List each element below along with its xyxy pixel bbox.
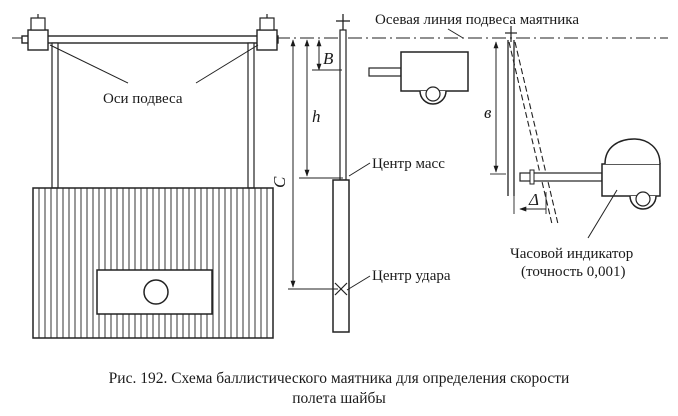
figure-caption-line2: полета шайбы [292, 390, 386, 407]
dimension-c-label: C [270, 176, 289, 188]
dial-indicator-label: Часовой индикатор [510, 246, 633, 262]
left-bearing [27, 14, 49, 51]
center-of-mass-label: Центр масс [372, 156, 445, 172]
dimension-b-label: B [323, 49, 334, 68]
dimension-h-label: h [312, 107, 321, 126]
pendulum-body [32, 187, 274, 339]
dial-indicator [519, 138, 661, 210]
deflected-pendulum [490, 26, 559, 225]
dimension-b-deflection-label: в [484, 103, 492, 122]
dial-indicator-accuracy-label: (точность 0,001) [521, 264, 625, 280]
pendulum-side-view [332, 14, 350, 333]
pendulum-front-view [21, 14, 279, 339]
center-of-impact-label: Центр удара [372, 268, 451, 284]
pivot-axis-label: Осевая линия подвеса маятника [375, 12, 579, 28]
dimension-lines [288, 39, 343, 290]
right-bearing [256, 14, 278, 51]
side-indicator [368, 51, 469, 105]
figure-caption-line1: Рис. 192. Схема баллистического маятника… [109, 370, 570, 387]
target-hole [143, 279, 169, 305]
suspension-axes-label: Оси подвеса [103, 91, 183, 107]
delta-label: Δ [528, 190, 539, 209]
